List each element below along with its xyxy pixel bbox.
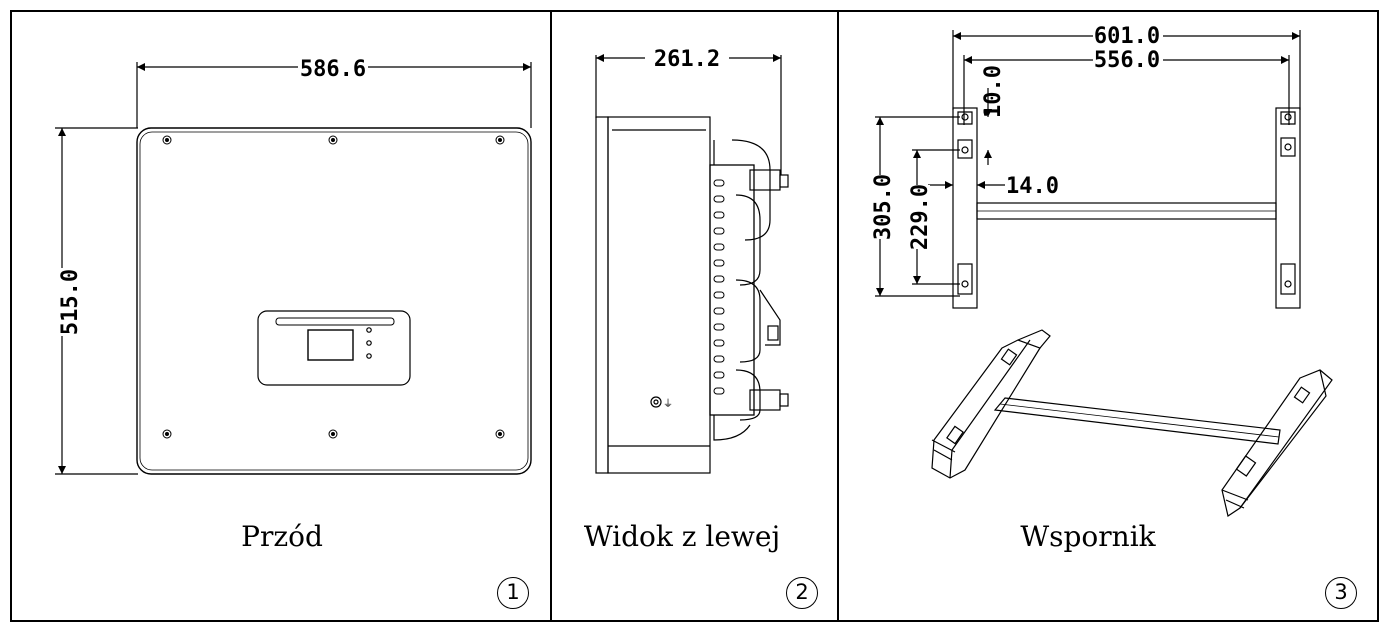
bracket-outer-label: 601.0 — [1094, 24, 1160, 49]
screw-icon — [162, 135, 505, 439]
bracket-hole-offset-label: 14.0 — [1006, 174, 1059, 199]
front-width-label: 586.6 — [300, 57, 366, 82]
panel-divider — [550, 10, 552, 622]
heatsink — [709, 164, 755, 416]
panel-caption-bracket: Wspornik — [1020, 520, 1156, 553]
panel-number-badge: 1 — [497, 577, 529, 609]
front-view — [55, 62, 532, 475]
panel-caption-left-view: Widok z lewej — [583, 520, 781, 553]
bracket-left-rail — [952, 107, 978, 309]
led-indicator-icon — [366, 353, 372, 359]
panel-divider — [837, 10, 839, 622]
lcd-screen — [307, 329, 354, 361]
bracket-isometric-view — [931, 329, 1333, 517]
panel-number-badge: 3 — [1325, 577, 1357, 609]
drawing-frame — [10, 10, 1379, 622]
bracket-inner-label: 556.0 — [1094, 48, 1160, 73]
ground-terminal-icon — [650, 396, 662, 408]
svg-text:⏚: ⏚ — [663, 398, 673, 410]
side-view: ⏚ — [595, 54, 789, 474]
display-panel — [257, 310, 411, 386]
side-depth-label: 261.2 — [654, 47, 720, 72]
front-width-label-box — [298, 55, 368, 81]
led-indicator-icon — [366, 340, 372, 346]
panel-caption-front: Przód — [241, 520, 323, 553]
bracket-rail-height-label: 305.0 — [871, 174, 896, 240]
inverter-front-body — [136, 127, 532, 475]
bracket-top-offset-label: 10.0 — [981, 65, 1006, 118]
bracket-hole-spacing-label: 229.0 — [908, 184, 933, 250]
inverter-side-body — [595, 116, 609, 474]
front-height-label: 515.0 — [58, 269, 83, 335]
bracket-top-view — [875, 30, 1301, 309]
panel-number-badge: 2 — [786, 577, 818, 609]
led-indicator-icon — [366, 327, 372, 333]
